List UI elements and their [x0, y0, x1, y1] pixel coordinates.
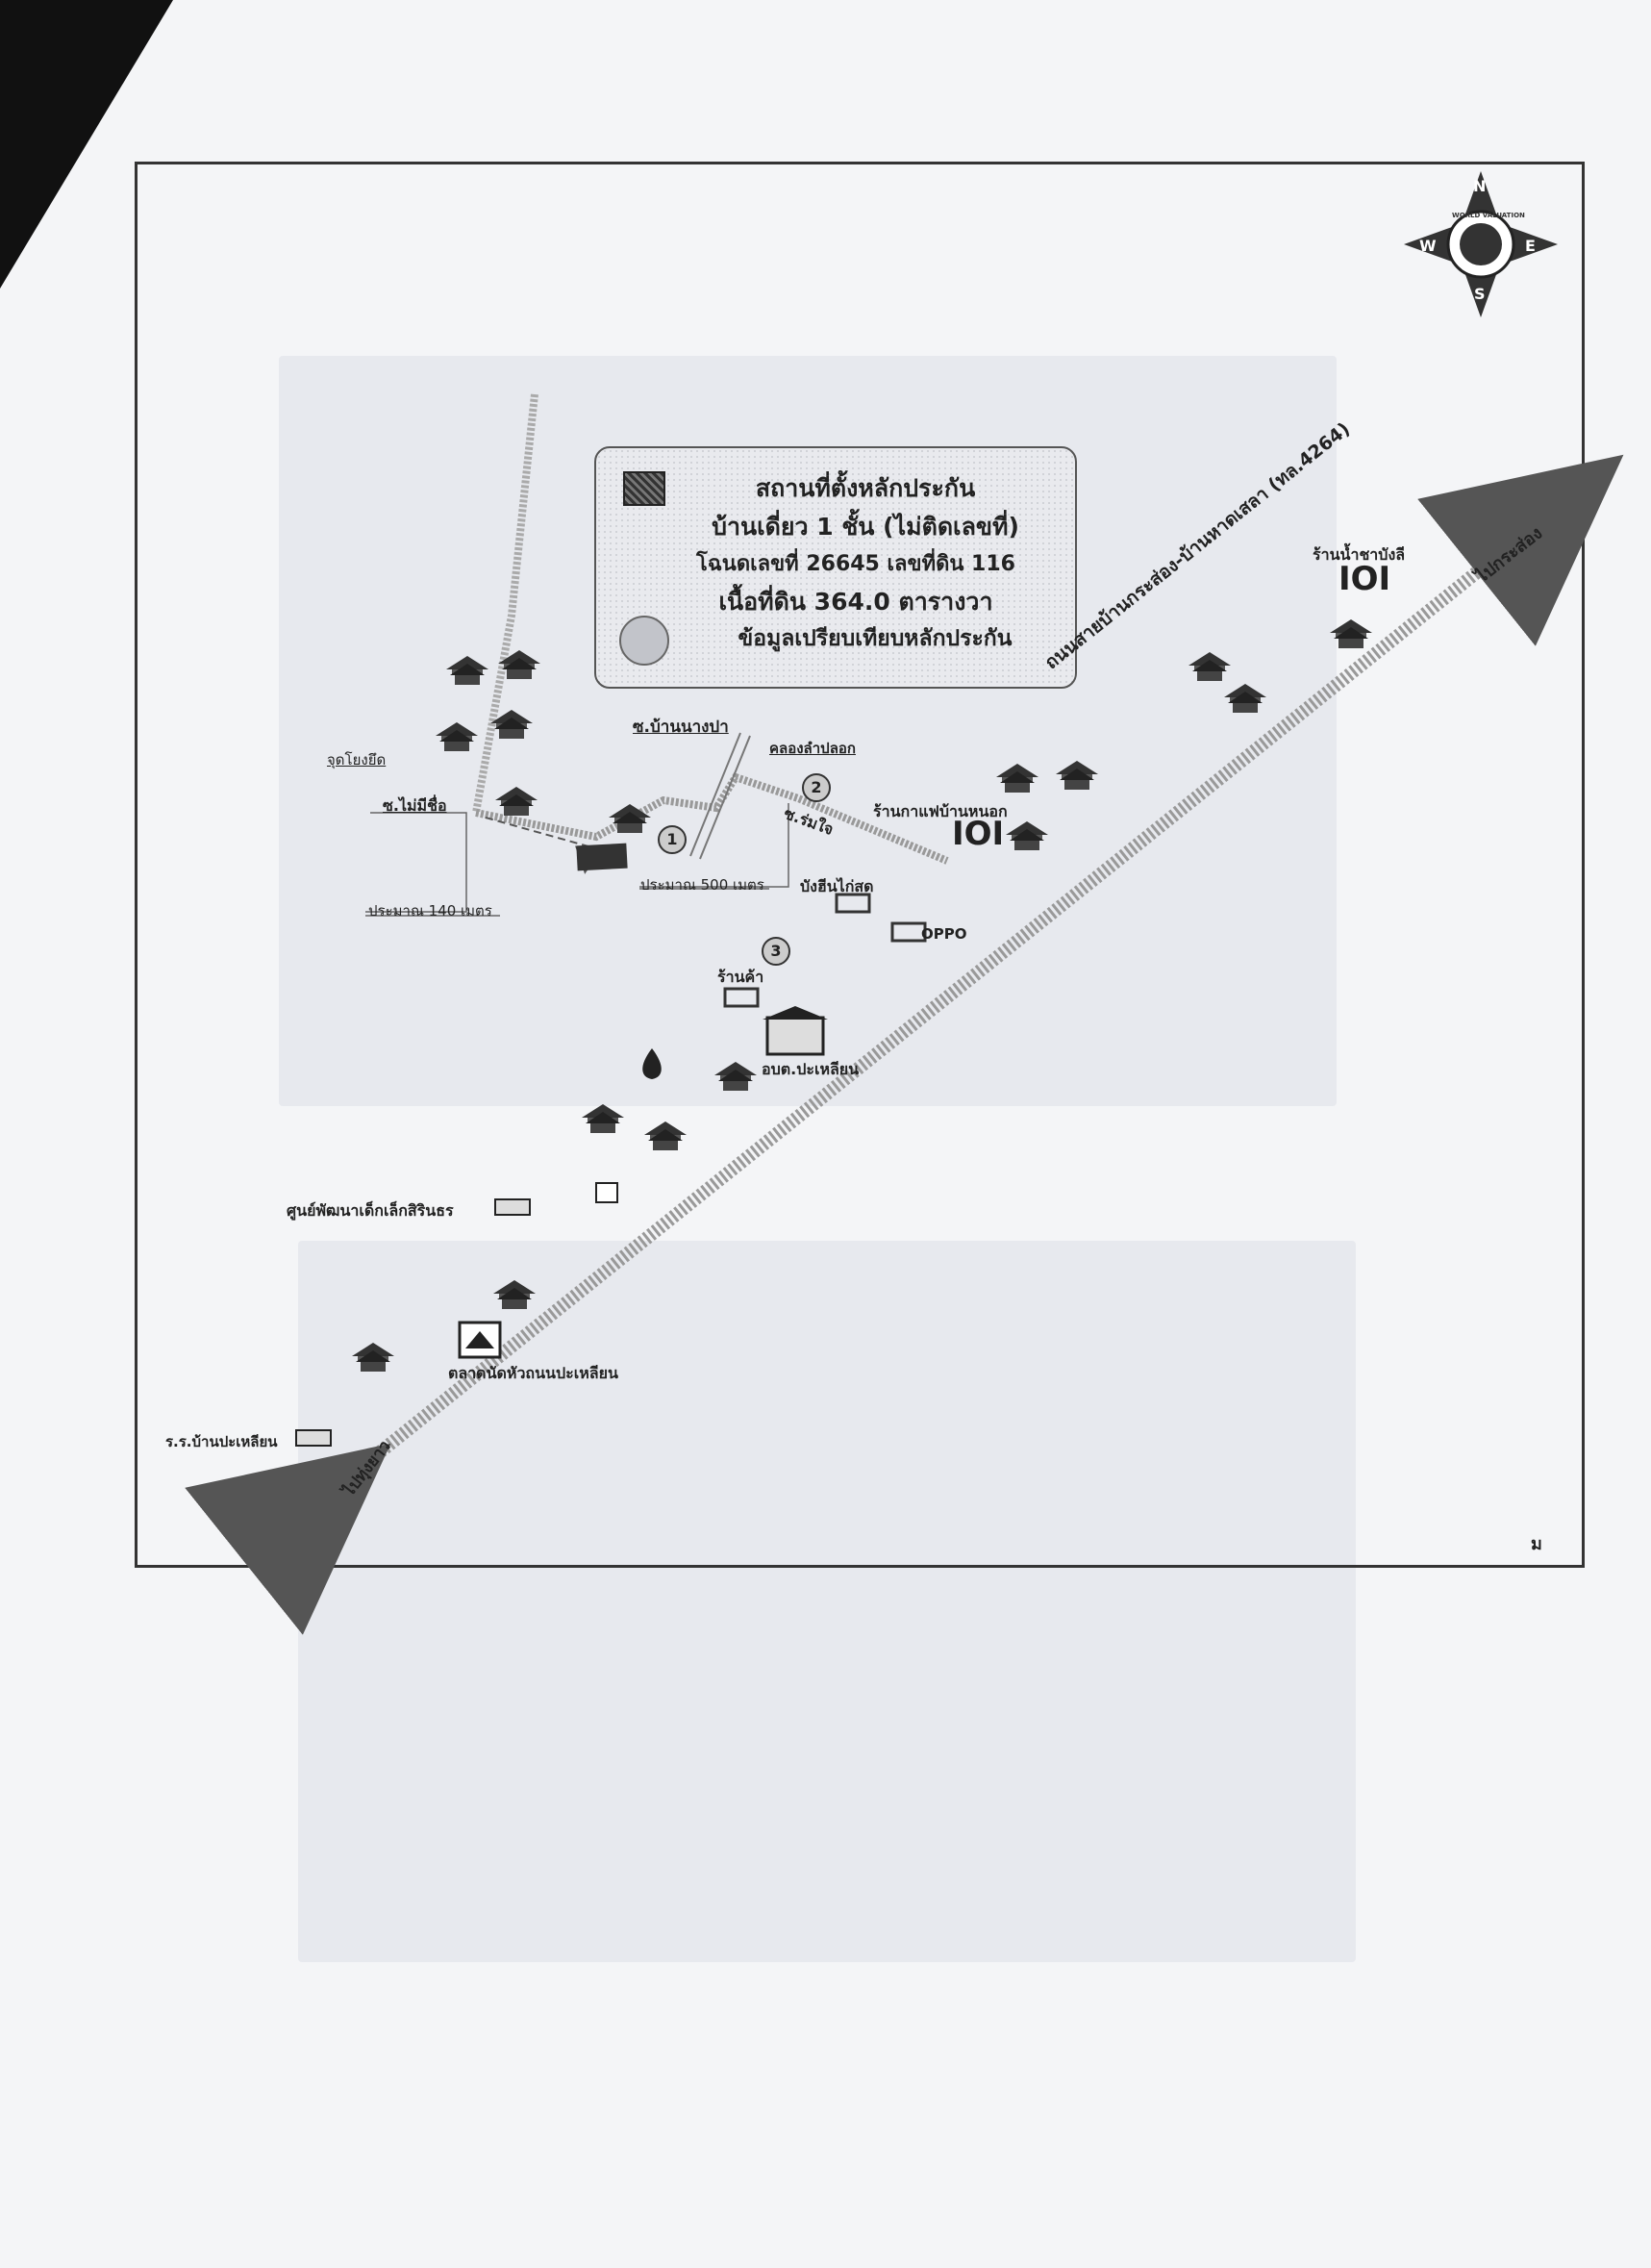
- canal-line: [689, 732, 741, 857]
- house-icon: [714, 1062, 757, 1091]
- house-icon: [1188, 652, 1231, 681]
- shop-icon: [835, 893, 871, 914]
- shop-icon: [890, 921, 927, 943]
- restaurant-icon: IOI: [952, 815, 1004, 853]
- gas-station-icon: [642, 1048, 662, 1079]
- dist-140-leader: [365, 812, 467, 913]
- house-icon: [582, 1104, 624, 1133]
- mailbox-icon: [595, 1182, 618, 1203]
- cafe-label: ร้านกาแฟบ้านหนอก: [873, 802, 1008, 820]
- house-icon: [644, 1121, 687, 1150]
- compass-n: N: [1473, 177, 1487, 195]
- legend-line-2: บ้านเดี่ยว 1 ชั้น (ไม่ติดเลขที่): [712, 513, 1019, 541]
- shop-label: ร้านค้า: [717, 968, 764, 986]
- comparison-marker-3: 3: [762, 937, 790, 966]
- house-icon: [436, 722, 478, 751]
- soi-ban-nang-pa-label: ซ.บ้านนางปา: [633, 718, 729, 737]
- canal-label: คลองลำปลอก: [769, 740, 856, 757]
- house-icon: [490, 710, 533, 739]
- compass-s: S: [1474, 285, 1486, 303]
- compass-w: W: [1419, 237, 1437, 255]
- office-roof: [763, 1006, 828, 1020]
- house-icon: [495, 787, 538, 816]
- comparison-circle-icon: [619, 616, 669, 666]
- school-label: ร.ร.บ้านปะเหลียน: [165, 1433, 278, 1450]
- north-road: [472, 393, 538, 814]
- scan-corner-shadow: [0, 0, 173, 289]
- soi-mai-mi-chue-label: ซ.ไม่มีชื่อ: [383, 796, 447, 815]
- nam-cha-shop-label: ร้านน้ำชาบังลี: [1313, 545, 1406, 564]
- oppo-label: OPPO: [921, 925, 967, 943]
- house-icon: [1224, 684, 1266, 713]
- legend-line-1: สถานที่ตั้งหลักประกัน: [755, 474, 976, 502]
- compass-globe-text: WORLD VALUATION: [1452, 212, 1525, 219]
- access-path: [485, 817, 602, 874]
- compass-e: E: [1525, 237, 1536, 255]
- subject-plot: [576, 843, 628, 871]
- initials-mark: ม: [1531, 1534, 1542, 1554]
- dist-500-leader: [639, 803, 789, 888]
- market-roof: [465, 1331, 494, 1348]
- house-icon: [1330, 619, 1372, 648]
- school-icon: [295, 1429, 332, 1447]
- office-building-icon: [765, 1016, 825, 1056]
- shop-icon: [723, 987, 760, 1008]
- collateral-swatch-icon: [623, 471, 665, 506]
- market-label: ตลาดนัดหัวถนนปะเหลียน: [448, 1364, 618, 1382]
- house-icon: [352, 1343, 394, 1372]
- legend-line-4: เนื้อที่ดิน 364.0 ตารางวา: [718, 588, 993, 616]
- dist-140-label: ประมาณ 140 เมตร: [368, 902, 492, 920]
- chicken-shop-label: บังฮีนไก่สด: [800, 877, 874, 895]
- soi-road: [475, 772, 949, 865]
- comparison-marker-1: 1: [658, 825, 687, 854]
- compass-rose: [1404, 171, 1558, 317]
- canal-line-2: [699, 735, 751, 860]
- main-road: [185, 454, 1624, 1635]
- start-point-label: จุดโยงยึด: [327, 751, 387, 769]
- restaurant-icon: IOI: [1338, 560, 1390, 598]
- dist-500-label: ประมาณ 500 เมตร: [640, 876, 764, 894]
- legend-box: สถานที่ตั้งหลักประกัน บ้านเดี่ยว 1 ชั้น …: [594, 446, 1077, 689]
- child-center-label: ศูนย์พัฒนาเด็กเล็กสิรินธร: [287, 1201, 454, 1220]
- school-building-icon: [494, 1198, 531, 1216]
- house-icon: [1006, 821, 1048, 850]
- legend-line-3: โฉนดเลขที่ 26645 เลขที่ดิน 116: [696, 552, 1015, 576]
- house-icon: [996, 764, 1038, 793]
- sao-office-label: อบต.ปะเหลียน: [762, 1060, 860, 1078]
- house-icon: [446, 656, 488, 685]
- legend-line-5: ข้อมูลเปรียบเทียบหลักประกัน: [738, 626, 1013, 651]
- house-icon: [1056, 761, 1098, 790]
- house-icon: [493, 1280, 536, 1309]
- comparison-marker-2: 2: [802, 773, 831, 802]
